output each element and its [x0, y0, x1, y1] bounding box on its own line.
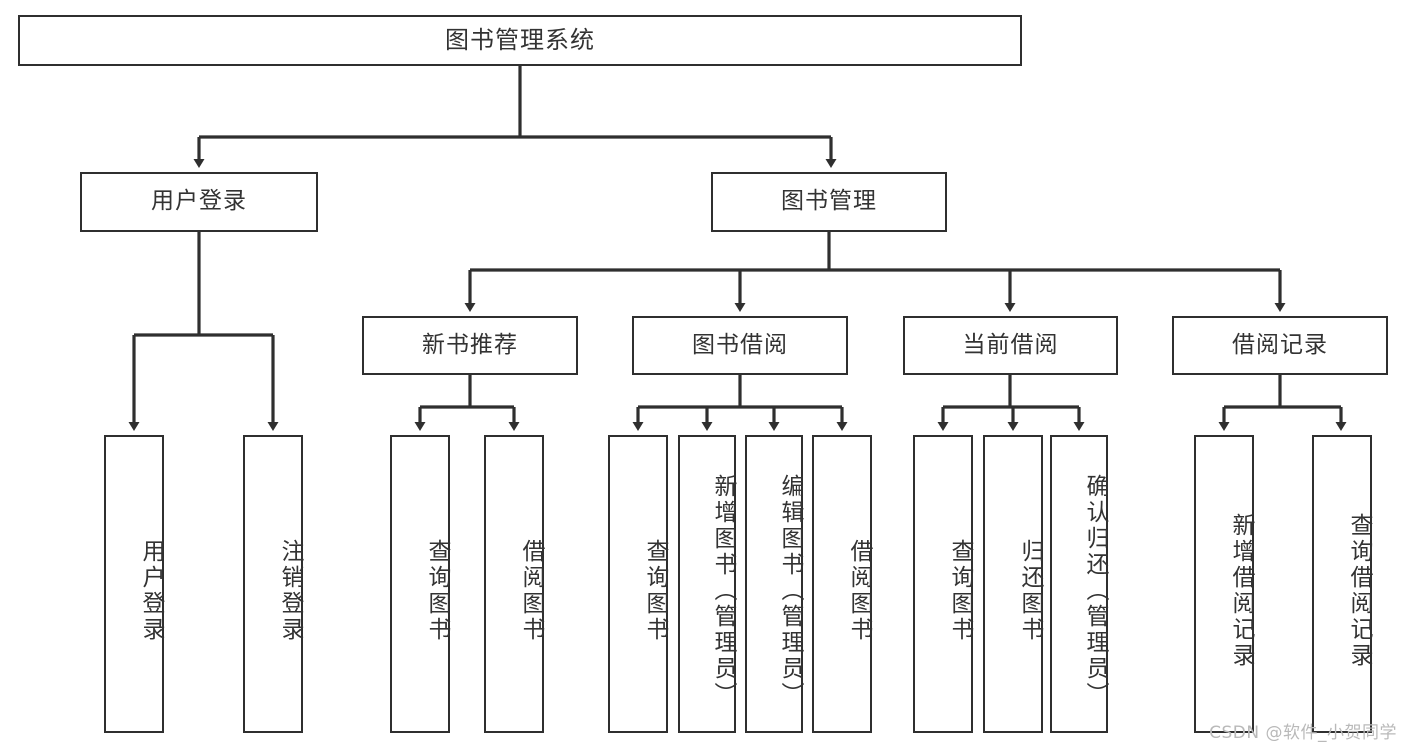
node-label: 归还图书	[1017, 539, 1043, 643]
leaf-node-leaf-add-borrow-record[interactable]: 新增借阅记录	[1194, 435, 1254, 733]
node-label: 借阅记录	[1232, 331, 1328, 358]
level2-node-current-borrow[interactable]: 当前借阅	[903, 316, 1118, 375]
leaf-node-leaf-confirm-return-admin[interactable]: 确认归还（管理员）	[1050, 435, 1108, 733]
node-label: 注销登录	[277, 539, 303, 643]
node-label: 新增借阅记录	[1228, 513, 1254, 669]
level1-node-book-management[interactable]: 图书管理	[711, 172, 947, 232]
node-label: 借阅图书	[846, 539, 872, 643]
level2-node-new-book-recommend[interactable]: 新书推荐	[362, 316, 578, 375]
node-label: 用户登录	[138, 539, 164, 643]
node-label: 借阅图书	[518, 539, 544, 643]
node-label: 查询图书	[424, 539, 450, 643]
node-label: 查询借阅记录	[1346, 513, 1372, 669]
root-node-root[interactable]: 图书管理系统	[18, 15, 1022, 66]
node-label: 图书管理	[781, 188, 877, 215]
leaf-node-leaf-borrow-book-mgmt[interactable]: 借阅图书	[812, 435, 872, 733]
node-label: 新书推荐	[422, 331, 518, 358]
node-label: 当前借阅	[962, 331, 1059, 358]
leaf-node-leaf-query-book-current[interactable]: 查询图书	[913, 435, 973, 733]
csdn-watermark: CSDN @软件_小贺同学	[1209, 723, 1397, 743]
node-label: 图书管理系统	[445, 26, 595, 55]
leaf-node-leaf-query-book-rec[interactable]: 查询图书	[390, 435, 450, 733]
leaf-node-leaf-user-login[interactable]: 用户登录	[104, 435, 164, 733]
leaf-node-leaf-add-book-admin[interactable]: 新增图书（管理员）	[678, 435, 736, 733]
node-label: 图书借阅	[692, 331, 788, 358]
node-label: 查询图书	[947, 539, 973, 643]
level1-node-user-login[interactable]: 用户登录	[80, 172, 318, 232]
leaf-node-leaf-edit-book-admin[interactable]: 编辑图书（管理员）	[745, 435, 803, 733]
leaf-node-leaf-return-book[interactable]: 归还图书	[983, 435, 1043, 733]
leaf-node-leaf-query-borrow-record[interactable]: 查询借阅记录	[1312, 435, 1372, 733]
node-label: 确认归还（管理员）	[1082, 474, 1108, 708]
node-label: 用户登录	[151, 188, 247, 215]
level2-node-book-borrow[interactable]: 图书借阅	[632, 316, 848, 375]
node-label: 查询图书	[642, 539, 668, 643]
node-label: 新增图书（管理员）	[710, 474, 736, 708]
level2-node-borrow-record[interactable]: 借阅记录	[1172, 316, 1388, 375]
leaf-node-leaf-user-logout[interactable]: 注销登录	[243, 435, 303, 733]
leaf-node-leaf-query-book-mgmt[interactable]: 查询图书	[608, 435, 668, 733]
node-label: 编辑图书（管理员）	[777, 474, 803, 708]
leaf-node-leaf-borrow-book-rec[interactable]: 借阅图书	[484, 435, 544, 733]
